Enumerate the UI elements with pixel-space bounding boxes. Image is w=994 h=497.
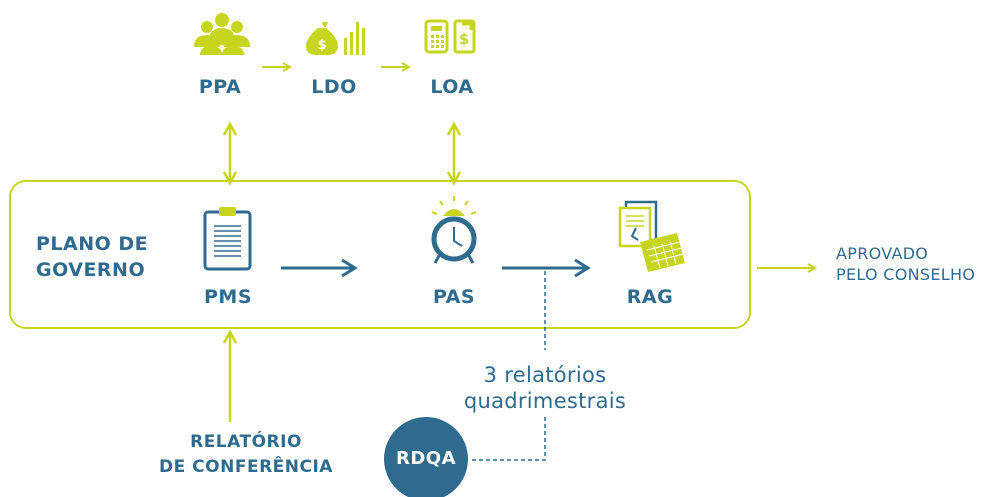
rag-label: RAG bbox=[626, 286, 674, 308]
conference-line1: RELATÓRIO bbox=[190, 432, 302, 452]
money-bag-chart-icon: $ bbox=[306, 22, 365, 55]
conference-label: RELATÓRIO DE CONFERÊNCIA bbox=[159, 430, 333, 480]
rdqa-label: RDQA bbox=[395, 448, 457, 469]
alarm-clock-icon bbox=[431, 196, 477, 264]
reports-label: 3 relatórios quadrimestrais bbox=[464, 362, 626, 414]
calculator-document-icon bbox=[424, 19, 476, 54]
approval-line2: PELO CONSELHO bbox=[836, 265, 976, 284]
report-calendar-icon bbox=[618, 200, 685, 272]
loa-dollar-icon: $ bbox=[459, 30, 469, 48]
plan-title-line2: GOVERNO bbox=[36, 259, 146, 281]
loa-label: LOA bbox=[430, 76, 474, 98]
reports-line1: 3 relatórios bbox=[483, 363, 607, 387]
pms-label: PMS bbox=[203, 286, 253, 308]
dashed-line-rdqa bbox=[470, 417, 546, 461]
reports-line2: quadrimestrais bbox=[463, 389, 627, 413]
approval-line1: APROVADO bbox=[836, 244, 929, 263]
approval-label: APROVADO PELO CONSELHO bbox=[836, 243, 975, 285]
rdqa-circle bbox=[384, 417, 468, 497]
svg-text:$: $ bbox=[317, 38, 326, 53]
pas-label: PAS bbox=[432, 286, 476, 308]
plan-box bbox=[9, 180, 751, 329]
plan-title: PLANO DE GOVERNO bbox=[36, 231, 148, 283]
conference-line2: DE CONFERÊNCIA bbox=[159, 457, 333, 477]
plan-title-line1: PLANO DE bbox=[36, 233, 149, 255]
clipboard-icon bbox=[203, 207, 252, 271]
ldo-label: LDO bbox=[311, 76, 357, 98]
ppa-label: PPA bbox=[198, 76, 242, 98]
people-group-icon bbox=[194, 13, 250, 55]
